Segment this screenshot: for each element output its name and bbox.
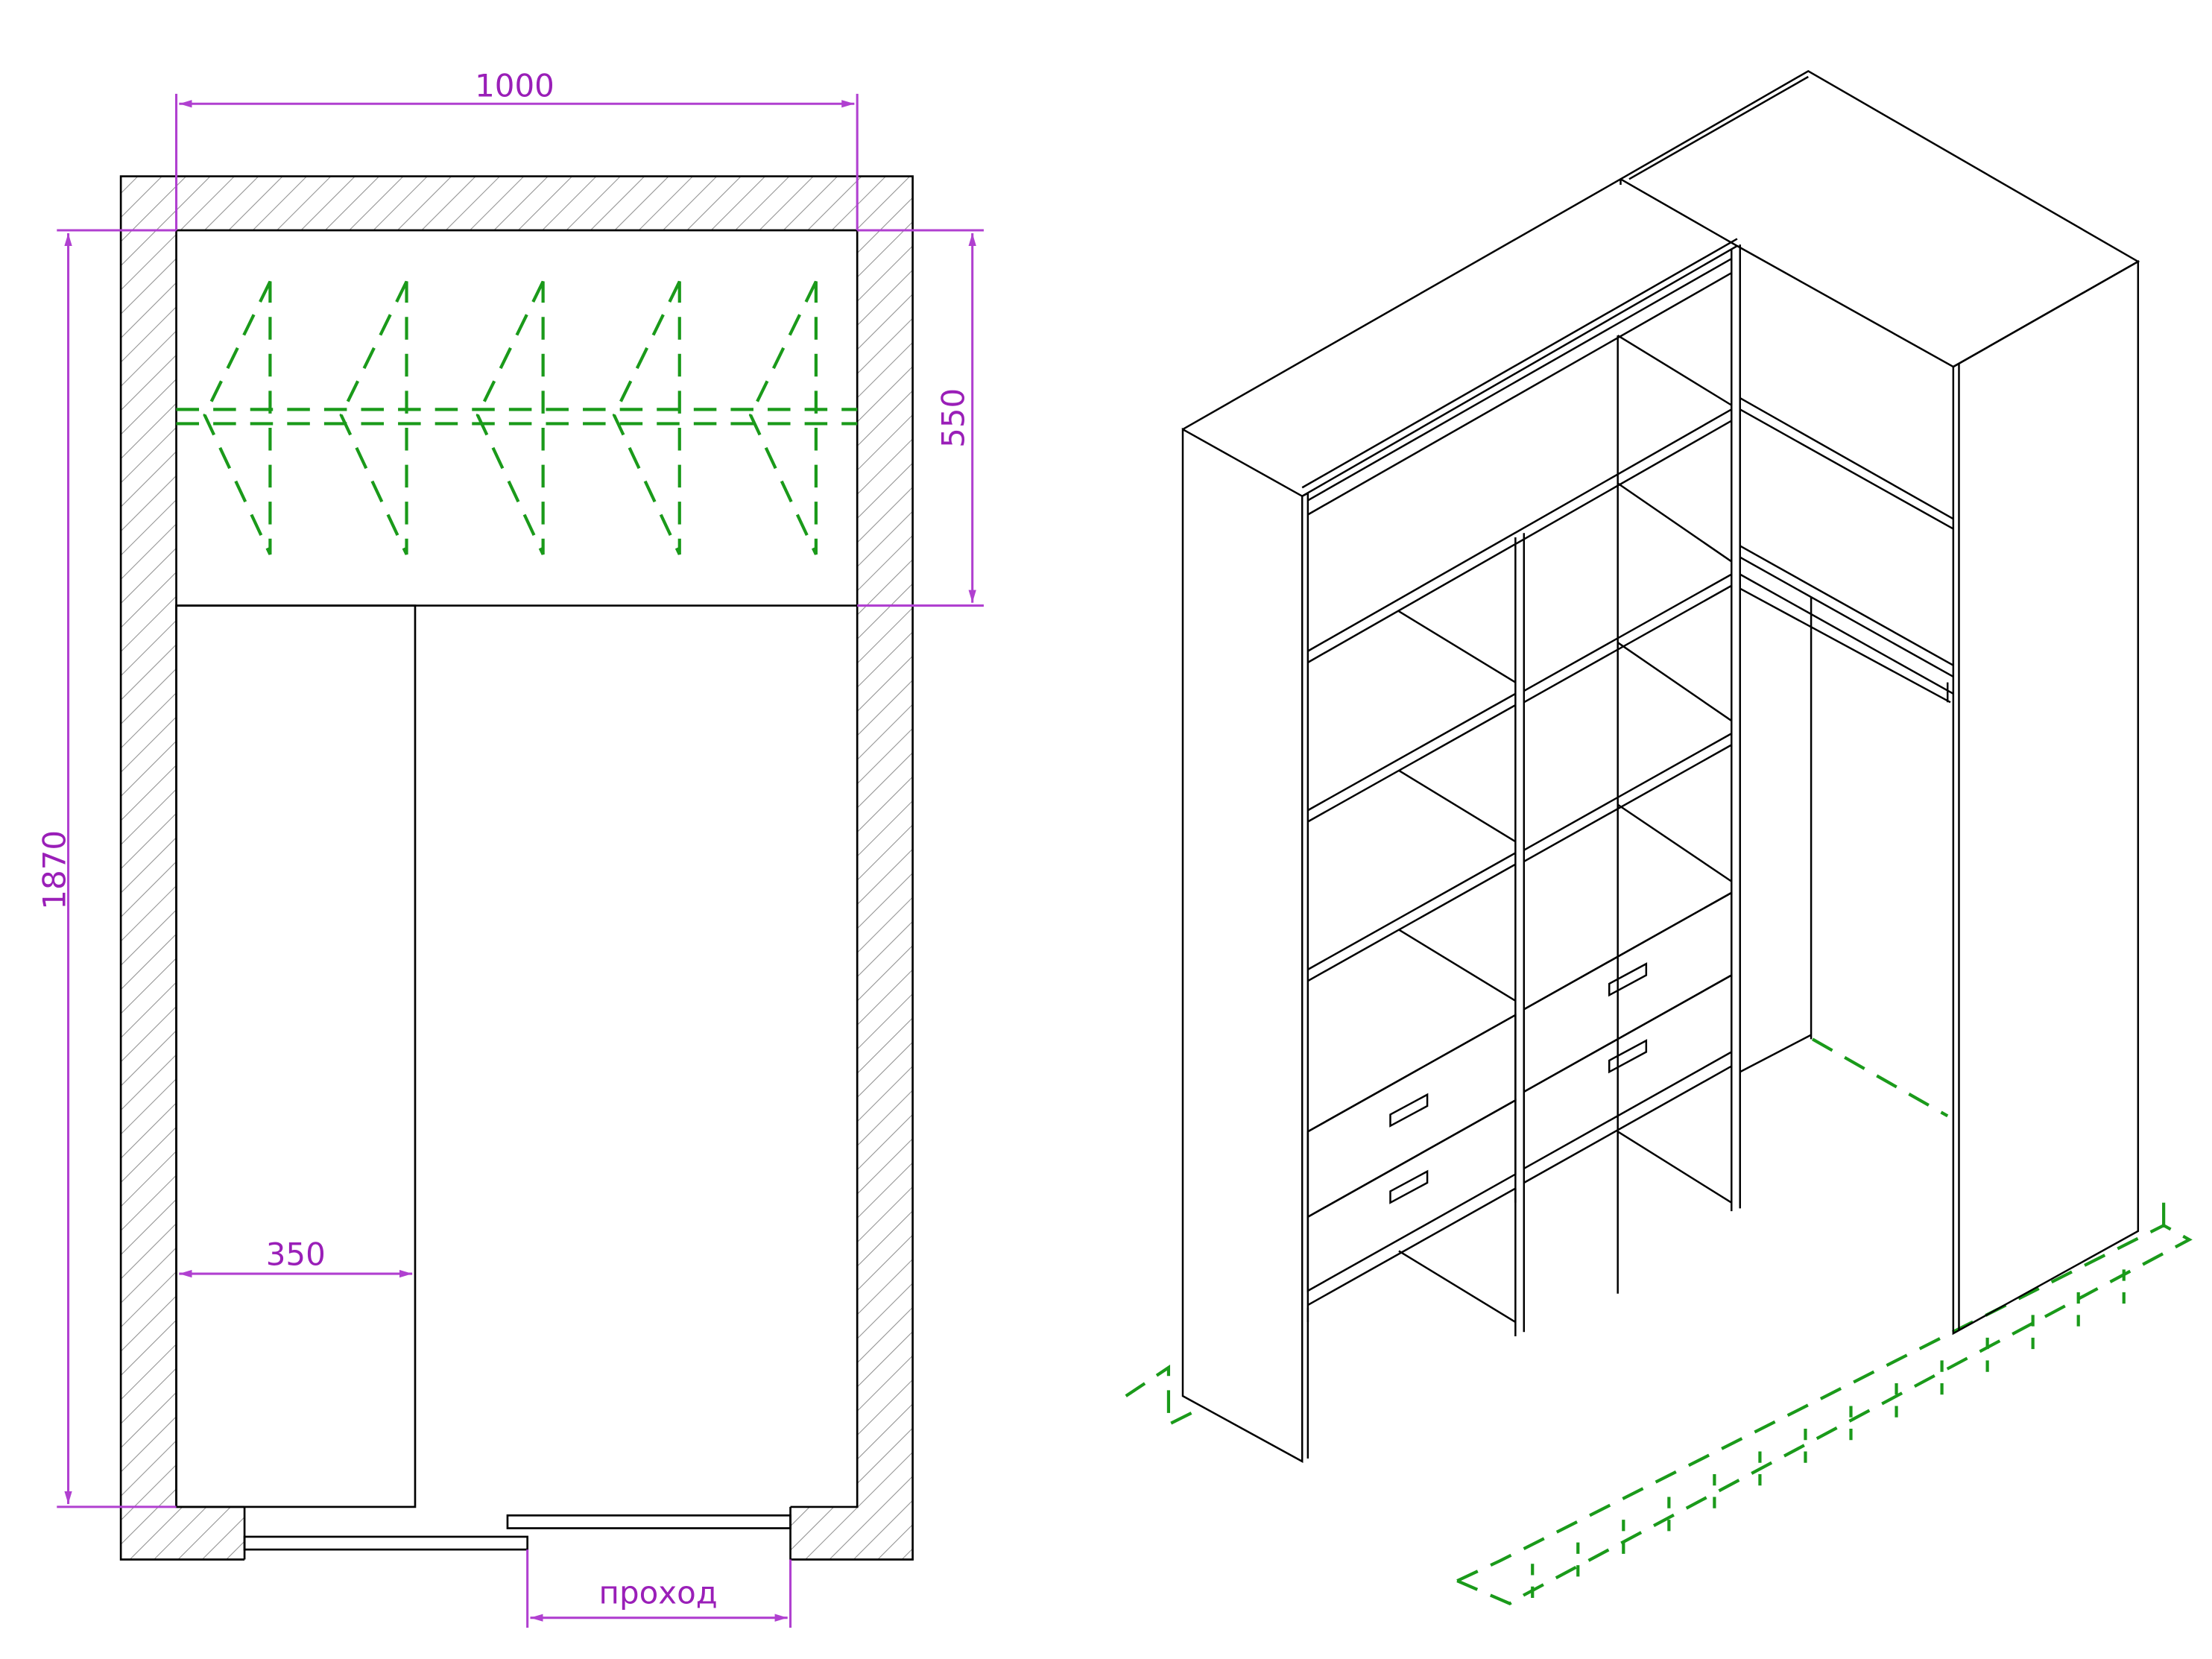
right-side-panel [1952, 259, 2140, 1336]
right-unit-top [1619, 69, 2140, 368]
hanger-5 [748, 280, 818, 555]
sliding-door-left [243, 1535, 529, 1551]
width-label: 1000 [475, 68, 554, 104]
drawer-handle-2 [1389, 1169, 1429, 1204]
center-divider [1514, 533, 1526, 1337]
hanger-1 [203, 280, 272, 555]
plinth [1306, 1188, 1517, 1322]
hanger-2 [339, 280, 408, 555]
dimension-width: 1000 [174, 68, 859, 231]
sliding-door-right [506, 1514, 791, 1529]
drawer-handle-3 [1608, 962, 1648, 997]
dimension-height: 1870 [37, 229, 177, 1508]
shelves [1307, 408, 1732, 1133]
left-side-panel [1181, 427, 1304, 1463]
wall-hatch [121, 176, 913, 1560]
drawer-2 [1306, 1099, 1517, 1293]
passage-label: проход [599, 1575, 718, 1611]
dimension-depth: 550 [857, 229, 984, 607]
dimension-shelf: 350 [179, 1236, 413, 1278]
hangers [176, 280, 858, 555]
right-unit-shelves [1739, 397, 1954, 1073]
left-unit-top [1182, 177, 1739, 497]
height-label: 1870 [37, 830, 73, 910]
shelf-unit [175, 604, 417, 1508]
drawer-handle-1 [1389, 1093, 1429, 1128]
plan-view: 1000 550 1870 350 проход [37, 68, 984, 1628]
dimension-passage: проход [526, 1549, 792, 1628]
shelf-label: 350 [266, 1236, 326, 1273]
drawers [1306, 891, 1733, 1323]
drawer-handle-4 [1608, 1039, 1648, 1074]
hanger-4 [612, 280, 681, 555]
depth-label: 550 [935, 388, 971, 448]
drawer-4 [1523, 973, 1733, 1171]
corner-post [1731, 244, 1741, 1212]
shelf-top [1307, 258, 1732, 516]
floor-outline [1125, 1037, 2193, 1605]
drawer-1 [1306, 1013, 1517, 1219]
hanger-3 [475, 280, 545, 555]
isometric-view [1125, 69, 2193, 1605]
outer-wall [119, 175, 914, 1561]
